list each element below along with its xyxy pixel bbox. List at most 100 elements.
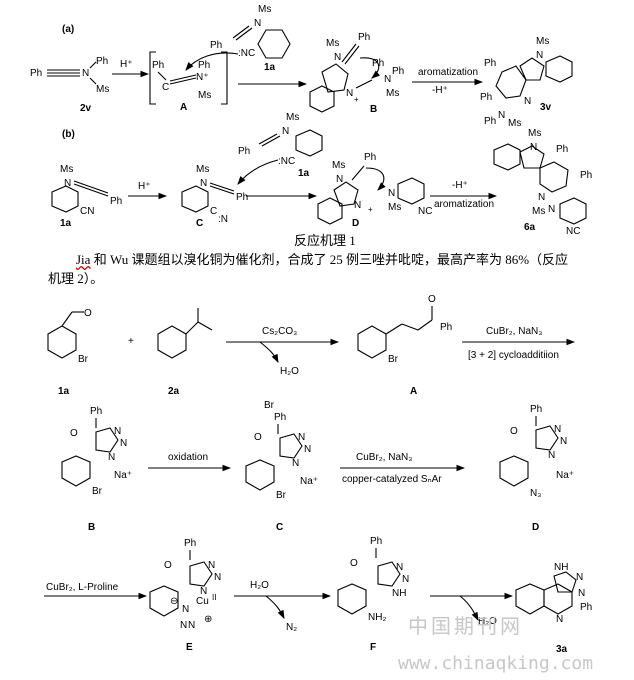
svg-text:Br: Br: [92, 486, 103, 497]
svg-text:N: N: [200, 586, 207, 597]
svg-text:Ph: Ph: [30, 68, 42, 79]
svg-text:N: N: [538, 192, 545, 203]
svg-text:N: N: [354, 200, 361, 211]
svg-text:Ph: Ph: [580, 170, 592, 181]
svg-text:N: N: [298, 432, 305, 443]
plus-sign: +: [128, 336, 134, 347]
svg-text::NC: :NC: [238, 48, 255, 59]
svg-text:O: O: [428, 294, 436, 305]
svg-text:II: II: [212, 593, 216, 602]
svg-text:N: N: [208, 560, 215, 571]
svg-text:Cu: Cu: [196, 596, 209, 607]
svg-text:N: N: [554, 424, 561, 435]
svg-text:N: N: [188, 620, 195, 631]
part-a-label: (a): [62, 24, 74, 35]
svg-text:N: N: [576, 572, 583, 583]
svg-text:Ph: Ph: [556, 144, 568, 155]
svg-text:Ph: Ph: [238, 146, 250, 157]
acid-b: H⁺: [138, 181, 151, 192]
h2o-2: H₂O: [250, 580, 269, 591]
compound-1a-top: Ms N Ph :NC 1a: [185, 4, 291, 73]
product-6a: Ms N Ph Ph N N Ms NC 6a: [493, 128, 592, 237]
compound-2v: Ph N Ph Ms 2v: [30, 56, 109, 114]
svg-text:Ms: Ms: [60, 164, 73, 175]
label-B-s2: B: [88, 522, 95, 533]
intermediate-D: Ms N Ph N + N Ms NC D: [317, 152, 432, 229]
compound-2a-acetophenone: 2a: [157, 308, 213, 397]
svg-text:Ph: Ph: [184, 538, 196, 549]
cs2co3: Cs₂CO₃: [262, 326, 297, 337]
svg-text:Ph: Ph: [210, 40, 222, 51]
svg-text:Ms: Ms: [326, 38, 339, 49]
compound-1a-left: Ms N Ph CN 1a: [51, 164, 122, 229]
aromatization-a: aromatization: [418, 67, 478, 78]
label-1a-left: 1a: [60, 218, 72, 229]
svg-text:+: +: [368, 205, 373, 214]
watermark-url: www.chinaqking.com: [398, 653, 594, 674]
cubr2-nan3-2: CuBr₂, NaN₃: [356, 452, 412, 463]
svg-text:Ph: Ph: [580, 602, 592, 613]
svg-text:N₃: N₃: [530, 488, 541, 499]
svg-text:N: N: [214, 572, 221, 583]
svg-text:O: O: [254, 432, 262, 443]
label-1a-s2: 1a: [58, 386, 70, 397]
compound-E-copper: Ph O N N N ⊖ N Cu II N N ⊕ E: [149, 538, 221, 653]
svg-text::N: :N: [218, 214, 228, 225]
h2o-3: H₂O: [478, 616, 497, 627]
svg-text:N: N: [560, 436, 567, 447]
svg-text:N: N: [292, 458, 299, 469]
svg-text:N: N: [578, 588, 585, 599]
svg-text:N: N: [64, 178, 71, 189]
svg-text:CN: CN: [80, 206, 94, 217]
compound-B-triazole: Ph O N N N Na⁺ Br B: [61, 406, 132, 533]
svg-text:N⁺: N⁺: [196, 72, 209, 83]
label-1a-mid: 1a: [298, 168, 310, 179]
compound-1a-aldehyde: O Br 1a: [47, 308, 92, 397]
svg-text:NH: NH: [392, 588, 406, 599]
cu-snar: copper-catalyzed SₙAr: [342, 474, 442, 485]
svg-text:N: N: [182, 604, 189, 615]
svg-text:O: O: [84, 308, 92, 319]
svg-text:O: O: [510, 426, 518, 437]
svg-text:O: O: [350, 558, 358, 569]
aromatization-b: aromatization: [434, 199, 494, 210]
svg-text:NC: NC: [418, 206, 432, 217]
svg-text:⊖: ⊖: [170, 596, 178, 607]
svg-text:Br: Br: [276, 490, 287, 501]
label-A-s2: A: [410, 386, 417, 397]
label-3a-s2: 3a: [556, 644, 568, 655]
svg-text:Br: Br: [388, 354, 399, 365]
svg-text:Na⁺: Na⁺: [114, 470, 132, 481]
cycloaddition: [3 + 2] cycloadditiion: [468, 350, 559, 361]
svg-text:Ms: Ms: [528, 128, 541, 139]
svg-text:N: N: [336, 174, 343, 185]
compound-A-chalcone: O Ph Br A: [357, 294, 452, 397]
svg-text:Ph: Ph: [90, 406, 102, 417]
svg-text:N: N: [180, 620, 187, 631]
compound-F-amine: Ph O N N NH NH₂ F: [337, 536, 409, 653]
svg-text:N: N: [556, 614, 563, 625]
svg-text:Ph: Ph: [480, 92, 492, 103]
part-b-label: (b): [62, 129, 75, 140]
scheme-caption: 反应机理 1: [294, 233, 356, 248]
oxidation: oxidation: [168, 452, 208, 463]
minus-h-b: -H⁺: [452, 180, 468, 191]
svg-text:N: N: [346, 88, 353, 99]
svg-text:N: N: [396, 562, 403, 573]
svg-text:Ph: Ph: [96, 56, 108, 67]
svg-text:Ph: Ph: [274, 412, 286, 423]
svg-text:Ms: Ms: [258, 4, 271, 15]
label-E-s2: E: [186, 642, 193, 653]
svg-text:Br: Br: [78, 354, 89, 365]
minus-h-a: -H⁺: [432, 85, 448, 96]
compound-C-triazole: Br Ph O N N N Na⁺ Br C: [245, 400, 318, 533]
paragraph-line-2: 机理 2）。: [48, 271, 104, 286]
label-1a-top: 1a: [264, 62, 276, 73]
svg-text:Ph: Ph: [364, 152, 376, 163]
svg-text:Ph: Ph: [110, 196, 122, 207]
svg-text:Na⁺: Na⁺: [300, 476, 318, 487]
svg-text:Ph: Ph: [484, 58, 496, 69]
svg-text:Ms: Ms: [286, 112, 299, 123]
svg-text:C: C: [162, 82, 169, 93]
label-2a-s2: 2a: [168, 386, 180, 397]
